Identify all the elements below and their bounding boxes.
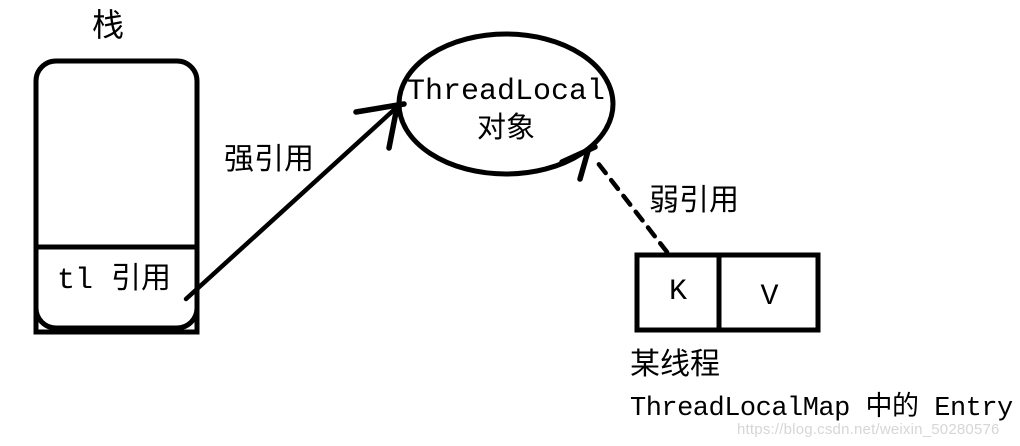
weak-reference-line — [591, 155, 670, 255]
stack-pointer-label: tl 引用 — [57, 264, 172, 298]
threadlocal-object-name: ThreadLocal — [406, 75, 606, 109]
entry-key-label: K — [668, 275, 687, 309]
weak-reference-label: 弱引用 — [649, 186, 739, 220]
entry-caption-map: ThreadLocalMap 中的 Entry — [630, 394, 1013, 424]
threadlocal-object-type-label: 对象 — [476, 113, 535, 146]
watermark-url: https://blog.csdn.net/weixin_50280576 — [737, 421, 1000, 438]
stack-title: 栈 — [92, 9, 125, 46]
weak-arrowhead-barb-2 — [577, 148, 591, 182]
strong-arrowhead-barb-2 — [386, 104, 400, 151]
strong-reference-line — [183, 105, 399, 302]
entry-box-outline — [634, 252, 821, 333]
entry-value-label: V — [760, 280, 779, 314]
strong-reference-label: 强引用 — [224, 145, 314, 179]
stack-box-outline — [33, 58, 200, 331]
entry-caption-thread: 某线程 — [630, 350, 720, 384]
